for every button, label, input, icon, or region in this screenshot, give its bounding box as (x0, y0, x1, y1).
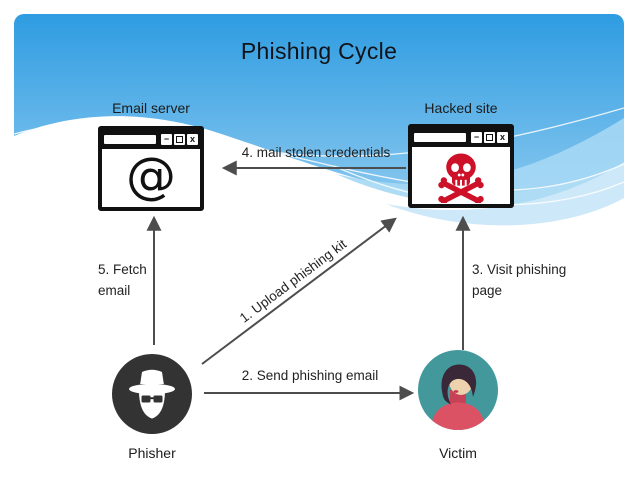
address-bar (414, 133, 466, 142)
arrow-label-visit-phishing-page: 3. Visit phishing page (472, 262, 567, 298)
hacked-site-label: Hacked site (424, 100, 498, 116)
diagram-title: Phishing Cycle (240, 38, 398, 64)
arrow-label-fetch-email: 5. Fetch email (98, 262, 147, 298)
email-server-label: Email server (112, 100, 190, 116)
at-symbol-icon: @ (126, 149, 176, 205)
arrow-upload-phishing-kit (201, 217, 397, 365)
arrow-label-mail-stolen-credentials: 4. mail stolen credentials (241, 145, 391, 160)
close-icon: x (497, 132, 508, 143)
phisher-label: Phisher (128, 445, 176, 461)
email-server-window: − x @ (98, 126, 204, 211)
hacked-window-titlebar: − x (412, 128, 510, 147)
close-icon: x (187, 134, 198, 145)
victim-label: Victim (439, 445, 477, 461)
arrow-label-send-phishing-email: 2. Send phishing email (241, 368, 379, 383)
maximize-icon (484, 132, 495, 143)
email-window-content: @ (102, 149, 200, 207)
maximize-icon (174, 134, 185, 145)
spy-avatar-icon (112, 354, 192, 434)
hacked-window-content (412, 147, 510, 204)
woman-avatar-icon (418, 350, 498, 430)
hacked-site-window: − x (408, 124, 514, 208)
slide-canvas: Phishing Cycle Email server Hacked site … (14, 14, 624, 465)
minimize-icon: − (161, 134, 172, 145)
skull-crossbones-icon (438, 153, 484, 203)
address-bar (104, 135, 156, 144)
minimize-icon: − (471, 132, 482, 143)
email-window-titlebar: − x (102, 130, 200, 149)
arrows-layer (146, 160, 471, 401)
